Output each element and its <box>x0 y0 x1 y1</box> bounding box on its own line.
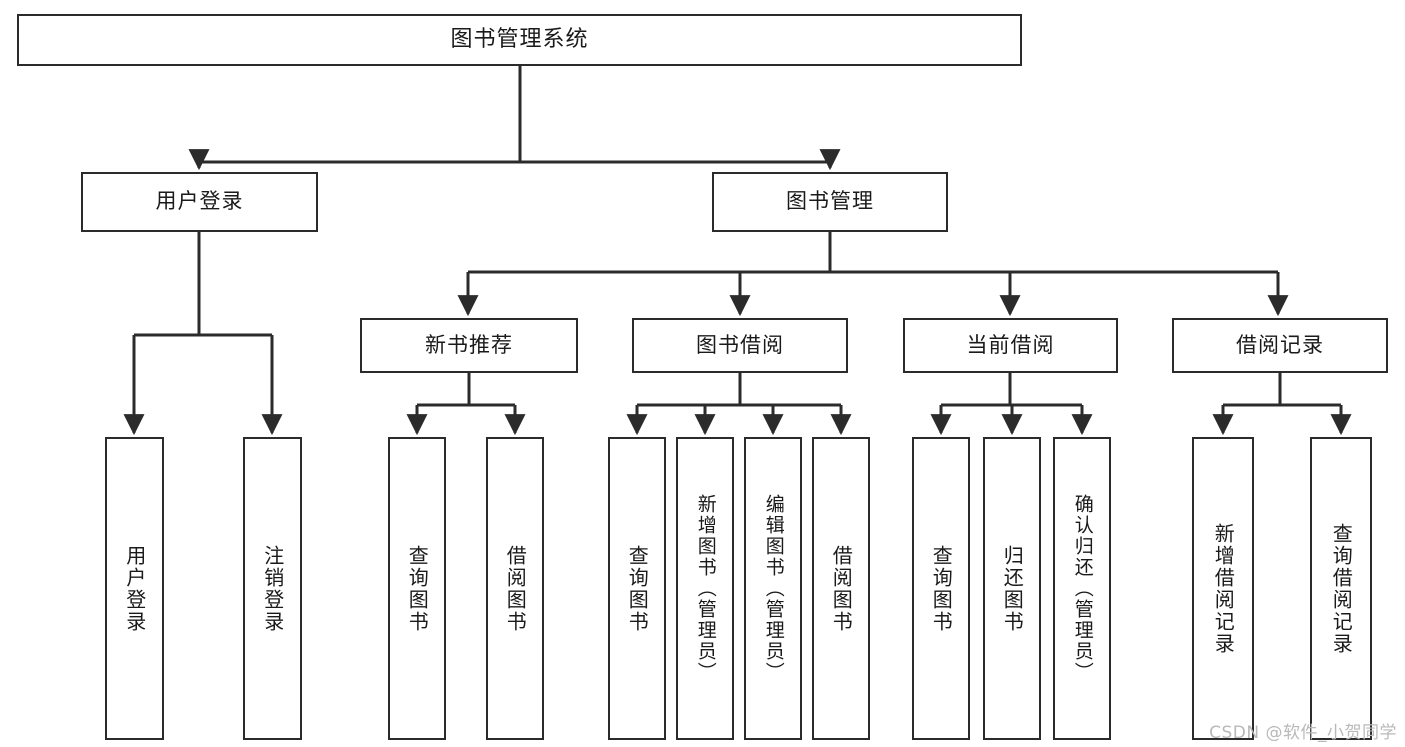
node-leaf-logout[interactable]: 注销登录 <box>243 437 302 740</box>
watermark: CSDN @软件_小贺同学 <box>1209 723 1397 743</box>
node-leaf-add-book[interactable]: 新增图书（管理员） <box>676 437 734 740</box>
node-root[interactable]: 图书管理系统 <box>17 14 1022 66</box>
node-leaf-confirm-return[interactable]: 确认归还（管理员） <box>1053 437 1111 740</box>
node-leaf-logout-label: 注销登录 <box>260 544 285 633</box>
node-leaf-borrow-book-2-label: 借阅图书 <box>829 544 854 633</box>
node-leaf-query-book-1-label: 查询图书 <box>405 544 430 633</box>
node-new-book-rec[interactable]: 新书推荐 <box>360 318 578 373</box>
node-book-borrow[interactable]: 图书借阅 <box>632 318 848 373</box>
node-leaf-return-book-label: 归还图书 <box>1000 544 1025 633</box>
node-leaf-borrow-book-2[interactable]: 借阅图书 <box>812 437 870 740</box>
node-leaf-edit-book[interactable]: 编辑图书（管理员） <box>744 437 802 740</box>
node-leaf-return-book[interactable]: 归还图书 <box>983 437 1041 740</box>
node-leaf-borrow-book-1-label: 借阅图书 <box>503 544 528 633</box>
node-user-login-label: 用户登录 <box>155 189 244 214</box>
node-leaf-query-record[interactable]: 查询借阅记录 <box>1310 437 1372 740</box>
node-leaf-user-login[interactable]: 用户登录 <box>105 437 164 740</box>
node-leaf-edit-book-label: 编辑图书（管理员） <box>762 494 785 683</box>
node-leaf-query-book-3-label: 查询图书 <box>929 544 954 633</box>
node-new-book-rec-label: 新书推荐 <box>425 332 513 357</box>
node-leaf-query-book-3[interactable]: 查询图书 <box>912 437 970 740</box>
node-leaf-query-book-2-label: 查询图书 <box>625 544 650 633</box>
node-user-login[interactable]: 用户登录 <box>81 172 318 232</box>
node-current-borrow-label: 当前借阅 <box>966 332 1055 357</box>
node-leaf-borrow-book-1[interactable]: 借阅图书 <box>486 437 544 740</box>
node-leaf-confirm-return-label: 确认归还（管理员） <box>1071 494 1094 683</box>
node-leaf-query-book-1[interactable]: 查询图书 <box>388 437 446 740</box>
node-borrow-record[interactable]: 借阅记录 <box>1172 318 1388 373</box>
node-leaf-query-book-2[interactable]: 查询图书 <box>608 437 666 740</box>
node-leaf-query-record-label: 查询借阅记录 <box>1329 522 1354 655</box>
node-leaf-add-record[interactable]: 新增借阅记录 <box>1192 437 1254 740</box>
node-book-manage[interactable]: 图书管理 <box>712 172 948 232</box>
node-current-borrow[interactable]: 当前借阅 <box>903 318 1118 373</box>
node-leaf-add-book-label: 新增图书（管理员） <box>694 494 717 683</box>
node-leaf-add-record-label: 新增借阅记录 <box>1211 522 1236 655</box>
node-borrow-record-label: 借阅记录 <box>1236 332 1324 357</box>
node-book-manage-label: 图书管理 <box>786 189 874 214</box>
node-book-borrow-label: 图书借阅 <box>696 332 784 357</box>
node-root-label: 图书管理系统 <box>450 26 589 52</box>
node-leaf-user-login-label: 用户登录 <box>122 544 147 633</box>
